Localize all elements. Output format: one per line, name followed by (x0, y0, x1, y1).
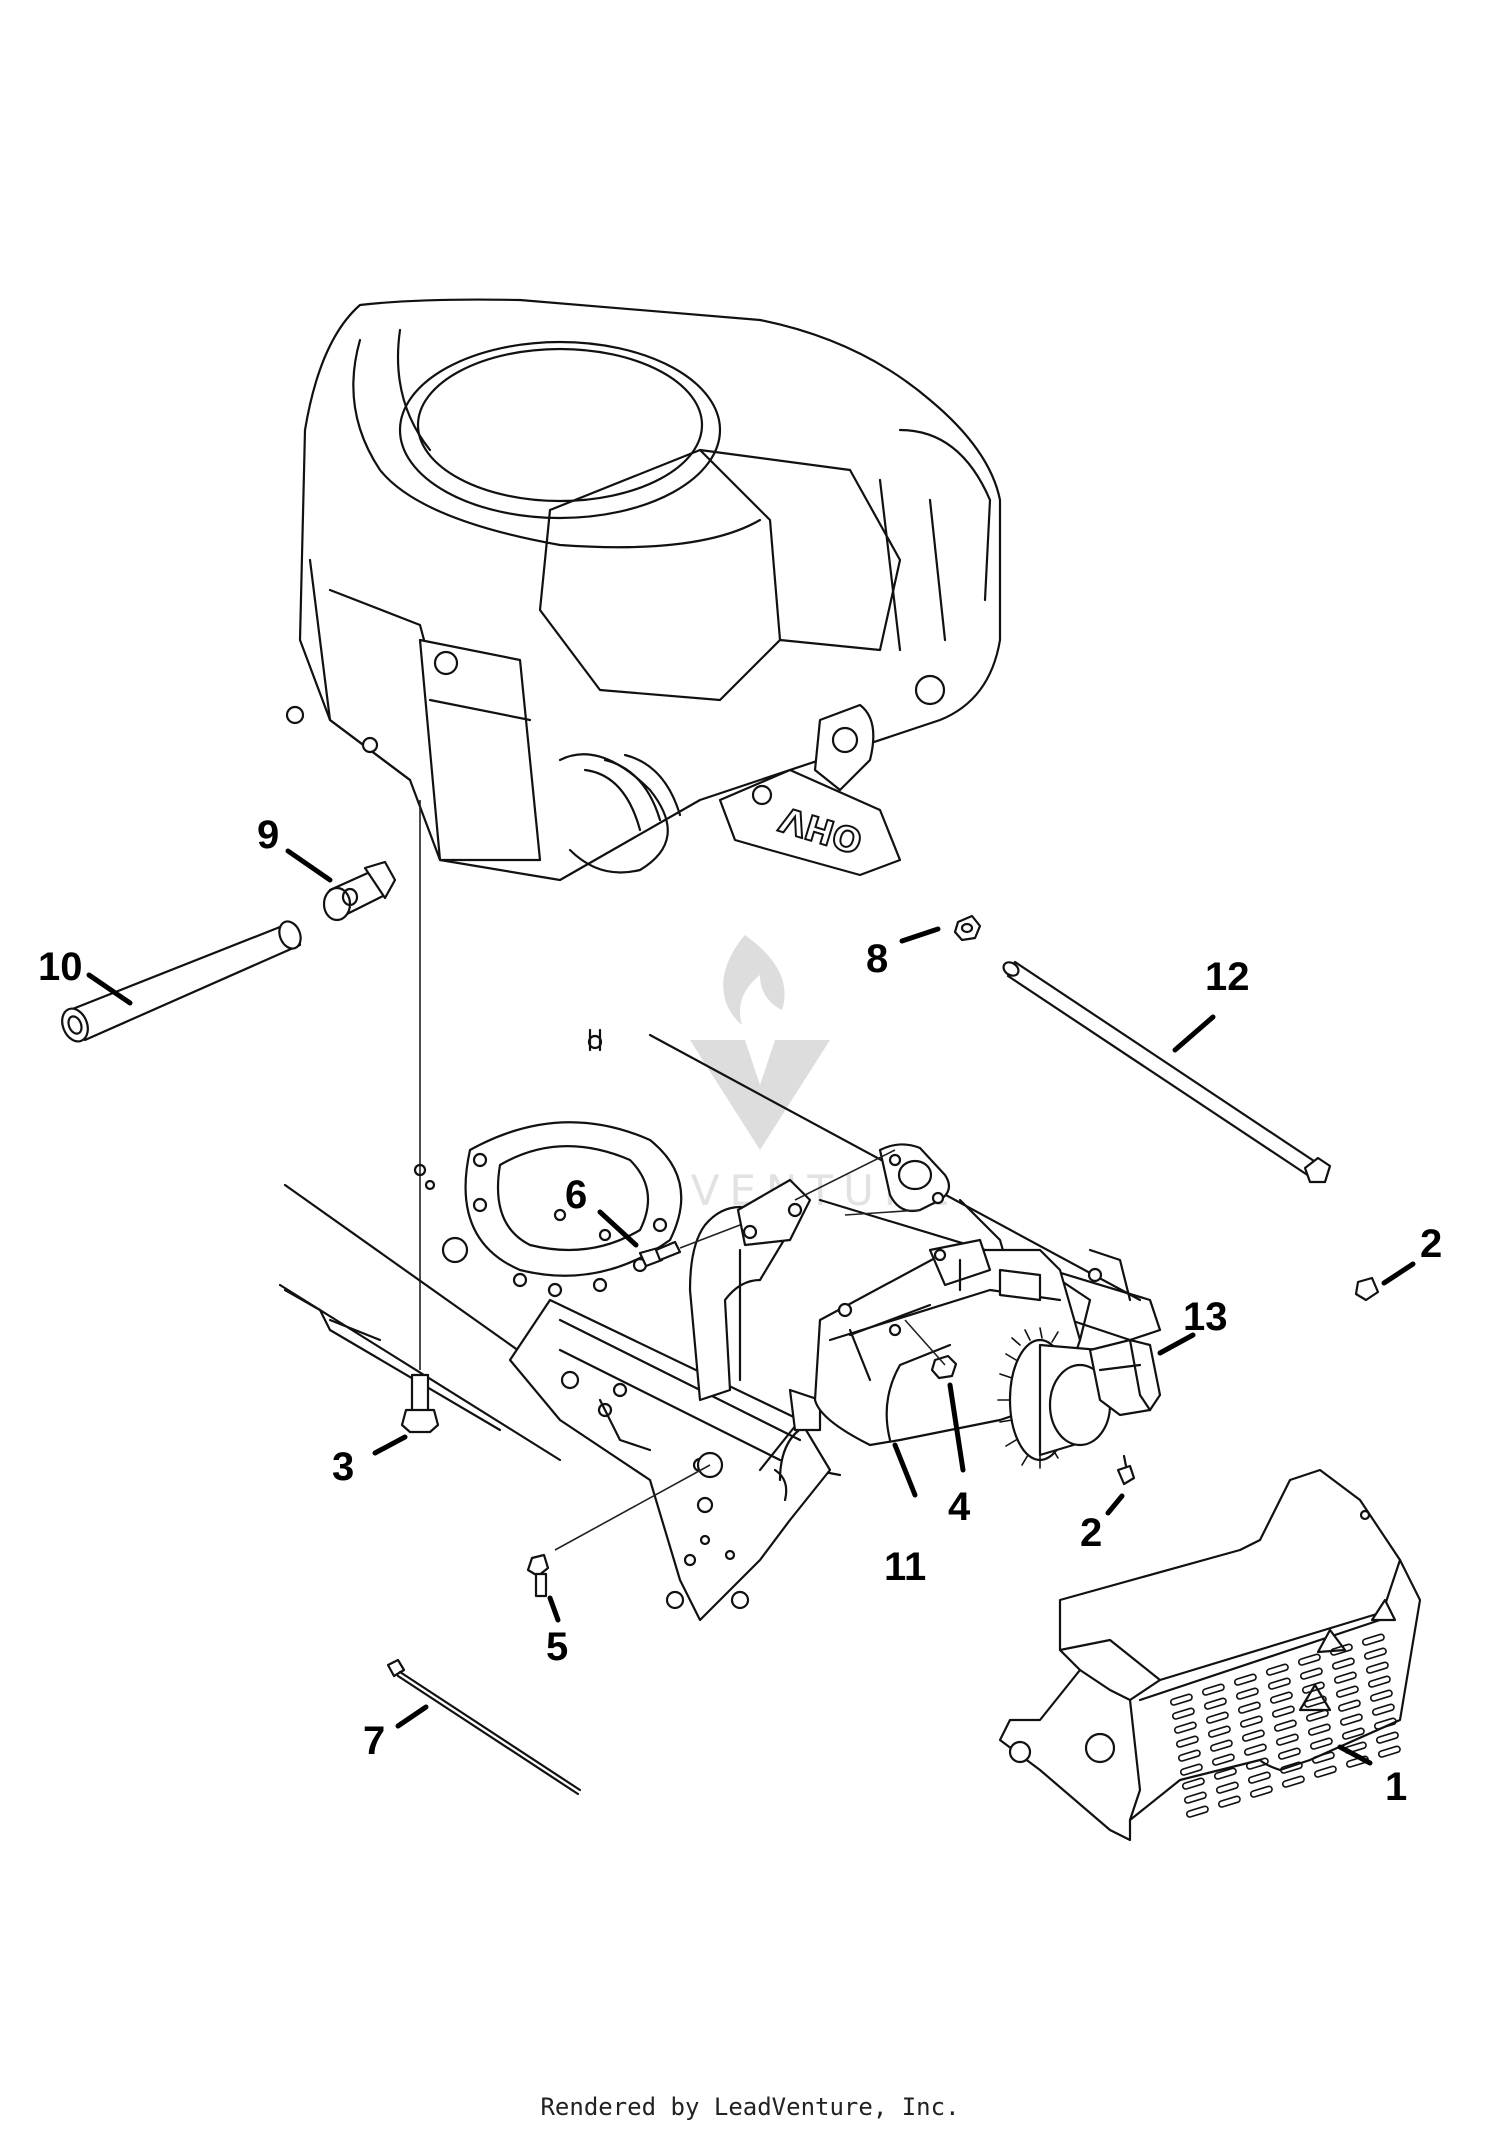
vent-slot (1367, 1675, 1391, 1688)
callout-12: 12 (1205, 955, 1250, 999)
shield-vent-slots (1169, 1633, 1401, 1818)
vent-slot (1205, 1711, 1229, 1724)
engine[interactable]: OHV (285, 298, 1002, 882)
vent-slot (1211, 1753, 1235, 1766)
oil-drain-valve[interactable] (322, 860, 397, 922)
vent-slot (1171, 1707, 1195, 1720)
vent-slot (1365, 1661, 1389, 1674)
callout-3: 3 (332, 1445, 354, 1489)
callout-6: 6 (565, 1173, 587, 1217)
vent-slot (1269, 1691, 1293, 1704)
vent-slot (1341, 1727, 1365, 1740)
muffler-shield[interactable] (998, 1468, 1422, 1842)
screw-upper (1354, 1276, 1380, 1302)
spark-arrestor[interactable] (997, 1327, 1162, 1469)
vent-slot (1275, 1733, 1299, 1746)
vent-slot (1373, 1717, 1397, 1730)
vent-slot (1313, 1765, 1337, 1778)
vent-slot (1239, 1715, 1263, 1728)
vent-slot (1245, 1757, 1269, 1770)
vent-slot (1241, 1729, 1265, 1742)
vent-slot (1215, 1781, 1239, 1794)
vent-slot (1213, 1767, 1237, 1780)
vent-slot (1185, 1805, 1209, 1818)
callout-2b: 2 (1080, 1511, 1102, 1555)
callout-labels: 1 2 2 3 4 5 6 7 8 9 10 11 12 13 (38, 813, 1442, 1809)
vent-slot (1375, 1731, 1399, 1744)
nut-muffler (930, 1354, 958, 1380)
vent-slot (1339, 1713, 1363, 1726)
vent-slot (1297, 1653, 1321, 1666)
vent-slot (1179, 1763, 1203, 1776)
vent-slot (1175, 1735, 1199, 1748)
vent-slot (1377, 1745, 1401, 1758)
vent-slot (1307, 1723, 1331, 1736)
screw-lower (1116, 1454, 1136, 1486)
vent-slot (1169, 1693, 1193, 1706)
vent-slot (1267, 1677, 1291, 1690)
vent-slot (1181, 1777, 1205, 1790)
callout-1: 1 (1385, 1765, 1407, 1809)
vent-slot (1363, 1647, 1387, 1660)
callout-10: 10 (38, 945, 83, 989)
vent-slot (1311, 1751, 1335, 1764)
callout-7: 7 (363, 1719, 385, 1763)
vent-slot (1207, 1725, 1231, 1738)
oil-drain-tube[interactable] (58, 918, 305, 1045)
vent-slot (1279, 1761, 1303, 1774)
vent-slot (1201, 1683, 1225, 1696)
vent-slot (1329, 1643, 1353, 1656)
vent-slot (1277, 1747, 1301, 1760)
vent-slot (1265, 1663, 1289, 1676)
vent-slot (1237, 1701, 1261, 1714)
vent-slot (1337, 1699, 1361, 1712)
callout-4: 4 (948, 1485, 971, 1529)
vent-slot (1361, 1633, 1385, 1646)
vent-slot (1309, 1737, 1333, 1750)
vent-slot (1301, 1681, 1325, 1694)
vent-slot (1299, 1667, 1323, 1680)
bolt-exhaust (638, 1240, 682, 1268)
vent-slot (1217, 1795, 1241, 1808)
callout-9: 9 (257, 813, 279, 857)
vent-slot (1281, 1775, 1305, 1788)
exhaust-pipe (688, 1178, 812, 1402)
chassis-frame (278, 1028, 1162, 1622)
callout-2a: 2 (1420, 1222, 1442, 1266)
vent-slot (1249, 1785, 1273, 1798)
vent-slot (1371, 1703, 1395, 1716)
callout-5: 5 (546, 1625, 568, 1669)
vent-slot (1177, 1749, 1201, 1762)
vent-slot (1243, 1743, 1267, 1756)
vent-slot (1305, 1709, 1329, 1722)
vent-slot (1247, 1771, 1271, 1784)
vent-slot (1173, 1721, 1197, 1734)
vent-slot (1331, 1657, 1355, 1670)
rod[interactable] (1001, 960, 1332, 1184)
vent-slot (1233, 1673, 1257, 1686)
callout-11: 11 (884, 1545, 926, 1589)
exhaust-gasket (878, 1143, 951, 1213)
bolt-engine-mount (400, 1373, 440, 1434)
vent-slot (1335, 1685, 1359, 1698)
footer-credit: Rendered by LeadVenture, Inc. (540, 2093, 960, 2121)
cable-tie (386, 1658, 582, 1796)
bolt-side (526, 1553, 550, 1598)
leader-lines (86, 848, 1416, 1766)
vent-slot (1345, 1755, 1369, 1768)
callout-8: 8 (866, 937, 888, 981)
vent-slot (1273, 1719, 1297, 1732)
vent-slot (1183, 1791, 1207, 1804)
vent-slot (1369, 1689, 1393, 1702)
callout-13: 13 (1183, 1295, 1228, 1339)
vent-slot (1235, 1687, 1259, 1700)
nut-rod (953, 914, 982, 942)
vent-slot (1203, 1697, 1227, 1710)
vent-slot (1333, 1671, 1357, 1684)
vent-slot (1303, 1695, 1327, 1708)
vent-slot (1271, 1705, 1295, 1718)
vent-slot (1209, 1739, 1233, 1752)
